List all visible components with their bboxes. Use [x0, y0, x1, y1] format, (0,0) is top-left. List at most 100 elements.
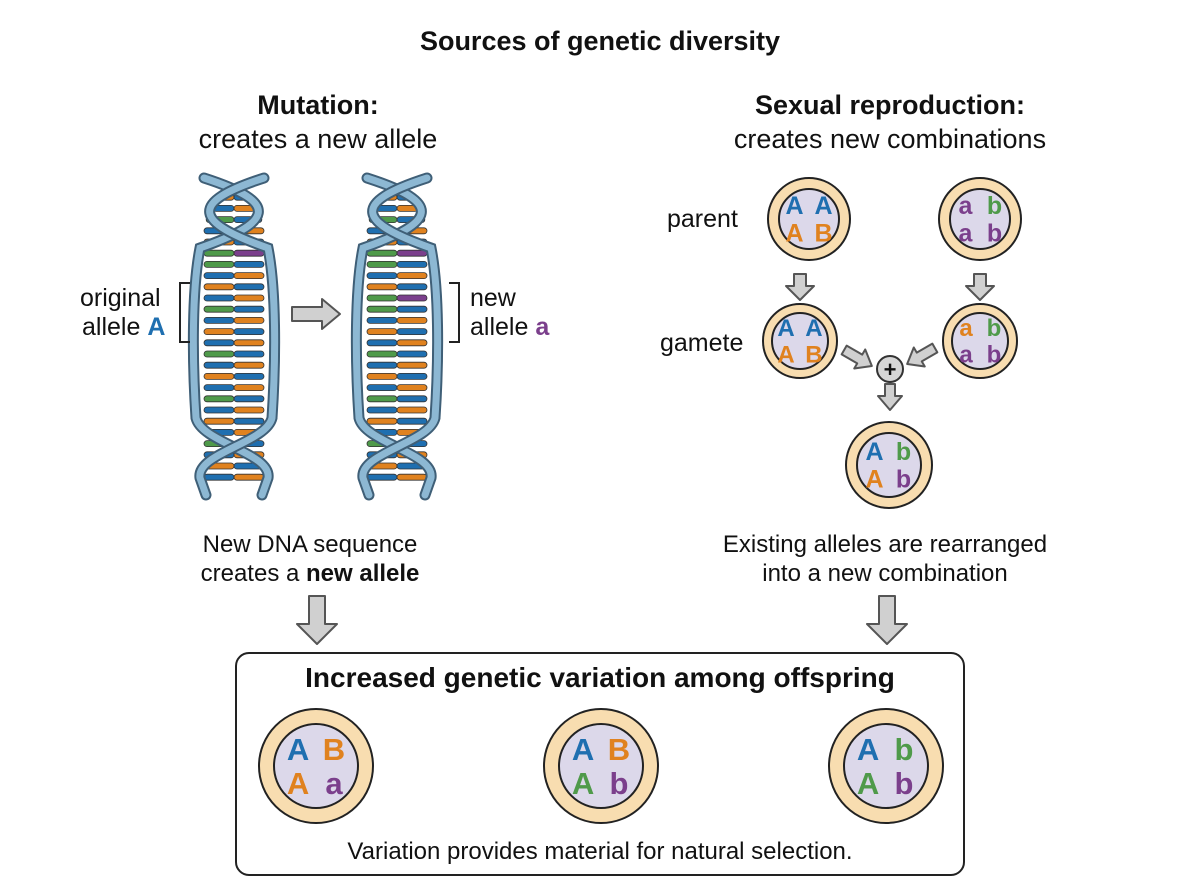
base-pair-left: [203, 260, 235, 268]
result-note: Variation provides material for natural …: [347, 838, 853, 865]
base-pair-left: [203, 350, 235, 358]
base-pair-right: [396, 395, 428, 403]
base-pair-left: [366, 249, 398, 257]
gamete2-to-plus-arrow: [906, 342, 939, 368]
mutation-arrow: [291, 298, 341, 330]
allele-label: b: [895, 732, 914, 767]
base-pair-left: [203, 406, 235, 414]
allele-label: b: [895, 766, 914, 801]
base-pair-right: [233, 305, 265, 313]
base-pair-left: [203, 294, 235, 302]
base-pair-right: [396, 372, 428, 380]
plus-symbol: +: [884, 357, 897, 382]
allele-label: A: [777, 315, 794, 342]
cell-nucleus: [951, 312, 1009, 370]
allele-label: B: [805, 342, 822, 369]
gamete-label: gamete: [660, 329, 744, 357]
base-pair-right: [396, 305, 428, 313]
allele-label: B: [323, 732, 345, 767]
allele-label: A: [777, 342, 794, 369]
base-pair-right: [233, 417, 265, 425]
base-pair-right: [396, 339, 428, 347]
mutation-caption-line2: creates a new allele: [140, 559, 480, 588]
original-label: original: [80, 284, 161, 312]
base-pair-left: [366, 294, 398, 302]
base-pair-right: [233, 260, 265, 268]
allele-label: A: [865, 438, 883, 466]
base-pair-left: [366, 316, 398, 324]
base-pair-right: [396, 406, 428, 414]
base-pair-right: [233, 350, 265, 358]
base-pair-left: [366, 328, 398, 336]
cell-nucleus: [273, 723, 359, 809]
diagram-title: Sources of genetic diversity: [419, 26, 781, 56]
new-allele-letter: a: [535, 313, 550, 341]
base-pair-right: [396, 384, 428, 392]
base-pair-left: [366, 283, 398, 291]
parent1-to-gamete-arrow: [785, 273, 815, 301]
base-pair-left: [366, 395, 398, 403]
allele-label: b: [896, 438, 911, 466]
base-pair-left: [203, 283, 235, 291]
sexual-caption-line2: into a new combination: [762, 560, 1008, 587]
original-allele-label: allele A: [82, 313, 165, 342]
base-pair-right: [233, 339, 265, 347]
allele-label: a: [959, 220, 974, 248]
base-pair-right: [396, 249, 428, 257]
sexual-caption: Existing alleles are rearranged into a n…: [690, 530, 1080, 588]
base-pair-right: [233, 272, 265, 280]
base-pair-right: [233, 361, 265, 369]
allele-label: a: [959, 342, 973, 369]
mutation-caption: New DNA sequence creates a new allele: [140, 530, 480, 588]
allele-label: b: [610, 766, 629, 801]
plus-to-zygote-arrow: [877, 383, 903, 411]
allele-label: a: [959, 315, 973, 342]
base-pair-right: [233, 328, 265, 336]
mutation-caption-bold: new allele: [306, 560, 420, 587]
base-pair-right: [233, 316, 265, 324]
new-label: new: [470, 284, 516, 312]
base-pair-left: [366, 406, 398, 414]
allele-label: A: [572, 766, 594, 801]
cell-nucleus: [558, 723, 644, 809]
original-allele-bracket: [179, 282, 190, 343]
original-dna-helix: [187, 172, 281, 501]
parent2-to-gamete-arrow: [965, 273, 995, 301]
base-pair-left: [366, 384, 398, 392]
base-pair-left: [203, 372, 235, 380]
base-pair-left: [366, 372, 398, 380]
base-pair-left: [203, 395, 235, 403]
base-pair-right: [233, 283, 265, 291]
allele-label: B: [814, 220, 832, 248]
base-pair-left: [203, 339, 235, 347]
allele-label: b: [987, 315, 1002, 342]
mutation-heading: Mutation:: [257, 90, 379, 120]
mutation-caption-line1: New DNA sequence: [202, 531, 418, 558]
parent-label: parent: [667, 205, 738, 233]
base-pair-left: [203, 473, 235, 481]
new-allele-label: allele a: [470, 313, 549, 342]
cell-nucleus: [843, 723, 929, 809]
allele-label: A: [865, 466, 883, 494]
original-allele-letter: A: [147, 313, 166, 341]
base-pair-left: [203, 384, 235, 392]
dna-backbone-strand: [196, 174, 279, 499]
base-pair-left: [366, 339, 398, 347]
allele-label: b: [987, 220, 1002, 248]
base-pair-right: [396, 473, 428, 481]
mutation-to-result-arrow: [296, 595, 338, 645]
allele-label: a: [959, 192, 974, 220]
allele-label: A: [805, 315, 822, 342]
allele-label: B: [608, 732, 630, 767]
fertilization-plus-icon: [876, 355, 904, 383]
sexual-to-result-arrow: [866, 595, 908, 645]
dna-backbone-strand: [359, 174, 442, 499]
base-pair-right: [233, 473, 265, 481]
